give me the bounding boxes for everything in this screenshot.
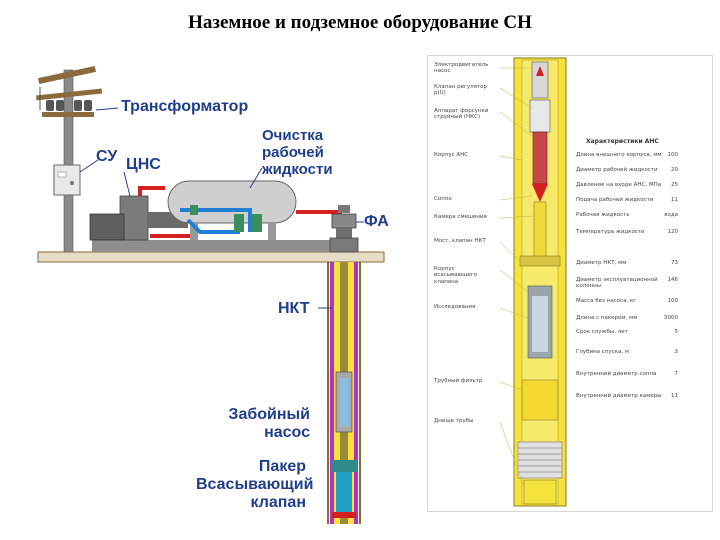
spec-value: 73 [671, 260, 678, 266]
cns-label: ЦНС [126, 156, 161, 173]
transformer-leader [95, 107, 119, 111]
spec-key: Диаметр рабочей жидкости [576, 167, 658, 173]
su-leader [79, 159, 99, 173]
pump-line-1: Забойный [228, 406, 310, 423]
pump-label: Забойный насос [216, 406, 310, 442]
spec-row: Диаметр эксплуатационной колонны 146 [576, 277, 678, 290]
ground-surface [37, 251, 385, 263]
spec-value: 5 [674, 329, 679, 335]
jet-pump-schematic [499, 57, 567, 507]
spec-row: Рабочая жидкость вода [576, 212, 678, 218]
spec-key: Температура жидкости [576, 229, 645, 235]
cns-leader [123, 171, 131, 197]
packer-line-3: клапан [250, 493, 307, 511]
page-title: Наземное и подземное оборудование СН [188, 12, 532, 33]
spec-row: Внутренний диаметр камеры 11 [576, 393, 678, 399]
pump-line-2: насос [264, 423, 310, 441]
callout-7: Корпус всасывающего клапана [434, 266, 478, 285]
spec-value: 20 [671, 167, 678, 173]
spec-row: Масса без насоса, кг 100 [576, 298, 678, 304]
separator-tank [167, 180, 297, 240]
spec-value: 120 [667, 229, 679, 235]
spec-key: Масса без насоса, кг [576, 298, 637, 304]
nkt-label: НКТ [278, 300, 310, 317]
callout-5: Камера смешения [434, 214, 487, 220]
spec-row: Глубина спуска, м 3 [576, 349, 678, 355]
callout-9: Трубный фильтр [434, 378, 483, 384]
spec-row: Подача рабочей жидкости 11 [576, 197, 678, 203]
callout-6: Мост, клапан НКТ [434, 238, 486, 244]
cleaning-leader [249, 167, 263, 189]
spec-value: 11 [671, 393, 678, 399]
spec-row: Срок службы, лет 5 [576, 329, 678, 335]
callout-8: Исследования [434, 304, 476, 310]
equipment-skid [92, 240, 332, 252]
jet-pump-schematic-panel: Электродвигатель насос Клапан регулятор … [427, 55, 713, 512]
centrifugal-pump-unit [89, 195, 188, 241]
spec-row: Длина с пакером, мм 3000 [576, 315, 678, 321]
valves [190, 205, 262, 232]
spec-value: 25 [671, 182, 678, 188]
spec-row: Длина внешнего корпуса, мм 100 [576, 152, 678, 158]
power-pole [35, 66, 103, 256]
callout-10: Днище трубы [434, 418, 474, 424]
spec-key: Длина внешнего корпуса, мм [576, 152, 662, 158]
specs-header: Характеристики АНС [586, 138, 659, 145]
callout-3: Корпус АНС [434, 152, 469, 158]
packer-line-2: Всасывающий [196, 475, 314, 493]
su-label: СУ [96, 148, 118, 165]
spec-row: Внутренний диаметр сопла 7 [576, 371, 678, 377]
spec-key: Диаметр эксплуатационной колонны [576, 277, 658, 290]
spec-value: 146 [667, 277, 679, 283]
callout-4: Сопло [434, 196, 452, 202]
callout-1: Клапан регулятор p(U) [434, 84, 488, 97]
cleaning-line-3: жидкости [262, 160, 333, 178]
spec-key: Внутренний диаметр сопла [576, 371, 657, 377]
fa-label: ФА [364, 213, 389, 230]
spec-value: 100 [667, 298, 679, 304]
spec-key: Срок службы, лет [576, 329, 628, 335]
spec-key: Внутренний диаметр камеры [576, 393, 662, 399]
downhole-pump [335, 371, 353, 433]
callout-0: Электродвигатель насос [434, 62, 489, 75]
cleaning-line-1: Очистка [262, 127, 324, 144]
spec-key: Глубина спуска, м [576, 349, 630, 355]
spec-value: 100 [667, 152, 679, 158]
spec-key: Подача рабочей жидкости [576, 197, 654, 203]
spec-row: Диаметр рабочей жидкости 20 [576, 167, 678, 173]
spec-value: 11 [671, 197, 678, 203]
spec-row: Давление на входе АНС, МПа 25 [576, 182, 678, 188]
spec-key: Длина с пакером, мм [576, 315, 638, 321]
packer-label: Пакер Всасывающий клапан [196, 458, 314, 512]
spec-row: Температура жидкости 120 [576, 229, 678, 235]
spec-value: вода [664, 212, 678, 218]
control-station [53, 164, 81, 196]
packer-line-1: Пакер [258, 458, 306, 475]
spec-key: Рабочая жидкость [576, 212, 630, 218]
spec-value: 3 [674, 349, 679, 355]
callout-2: Аппарат форсунки струйный (НКС) [434, 108, 489, 121]
transformer-label: Трансформатор [121, 98, 249, 115]
spec-row: Диаметр НКТ, мм 73 [576, 260, 678, 266]
spec-value: 3000 [664, 315, 678, 321]
spec-key: Давление на входе АНС, МПа [576, 182, 662, 188]
wellhead [329, 205, 359, 253]
spec-key: Диаметр НКТ, мм [576, 260, 627, 266]
cleaning-label: Очистка рабочей жидкости [262, 127, 333, 178]
packer-valve [331, 460, 357, 518]
spec-value: 7 [674, 371, 679, 377]
cleaning-line-2: рабочей [262, 143, 324, 161]
